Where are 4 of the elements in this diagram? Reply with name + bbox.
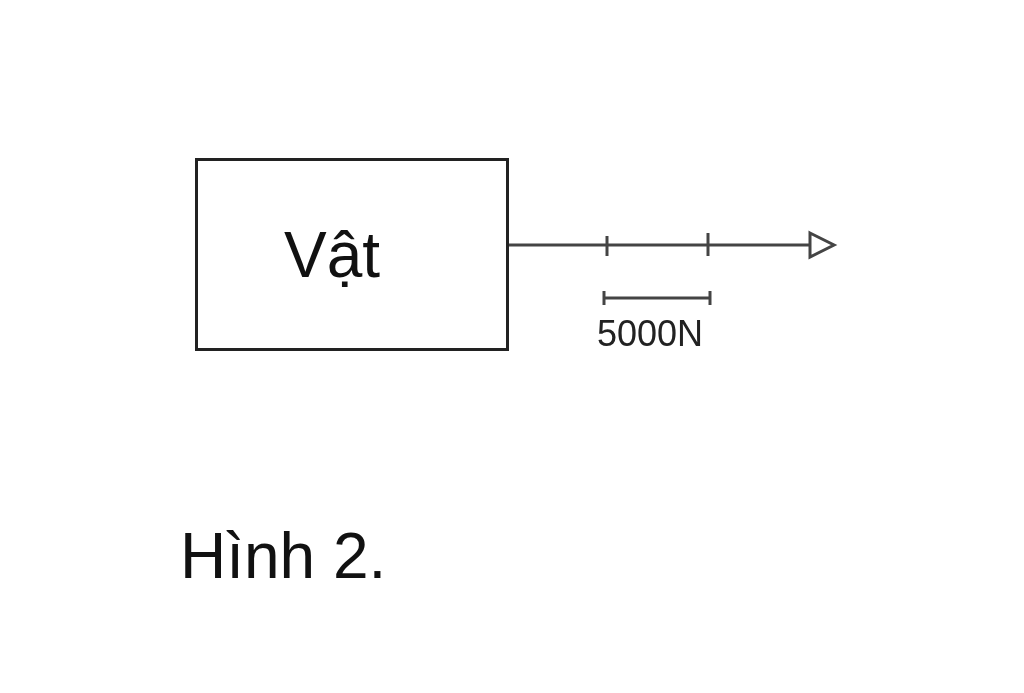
scale-label: 5000N [597,316,704,352]
figure-caption: Hình 2. [180,524,387,588]
object-label: Vật [283,222,381,287]
object-box [195,158,509,351]
